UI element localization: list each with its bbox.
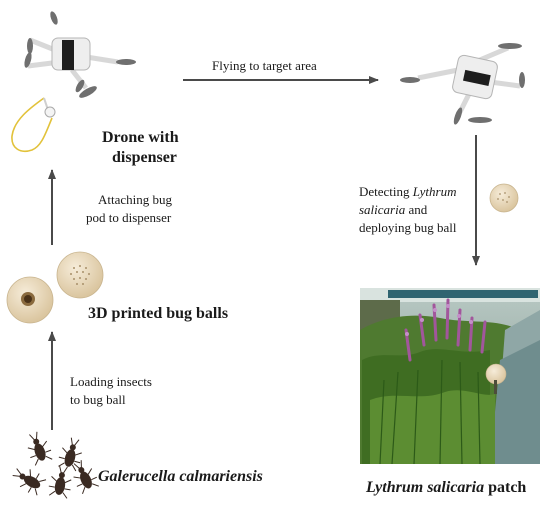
label-detecting-species-2: salicaria	[359, 202, 406, 217]
label-patch: Lythrum salicaria patch	[366, 478, 526, 498]
label-attaching-line1: Attaching bug	[98, 192, 173, 207]
label-flying: Flying to target area	[212, 58, 317, 73]
label-patch-suffix: patch	[484, 479, 527, 496]
lythrum-patch-photo	[360, 288, 540, 465]
label-attaching-line2: pod to dispenser	[86, 210, 172, 225]
bug-balls-image	[6, 251, 104, 324]
beetles-image	[12, 431, 99, 499]
label-bug-balls: 3D printed bug balls	[88, 305, 229, 322]
label-loading-line2: to bug ball	[70, 392, 126, 407]
drone-with-dispenser-image	[11, 11, 136, 152]
label-drone-with-dispenser-line2: dispenser	[112, 149, 177, 166]
label-detecting-line1: Detecting Lythrum	[359, 183, 456, 201]
label-drone-with-dispenser-line1: Drone with	[102, 129, 179, 146]
label-patch-species: Lythrum salicaria	[366, 479, 485, 496]
label-detecting-line3: deploying bug ball	[359, 220, 457, 235]
drone-flying-image	[400, 43, 525, 125]
label-detecting-and: and	[405, 202, 428, 217]
label-detecting-species: Lythrum	[412, 184, 457, 199]
bug-ball-small-image	[489, 183, 519, 213]
label-loading-line1: Loading insects	[70, 374, 152, 389]
label-detecting-line2: salicaria and	[359, 201, 427, 219]
label-beetle-species: Galerucella calmariensis	[98, 467, 263, 487]
label-detecting-prefix: Detecting	[359, 184, 413, 199]
label-beetle-species-text: Galerucella calmariensis	[98, 468, 263, 485]
